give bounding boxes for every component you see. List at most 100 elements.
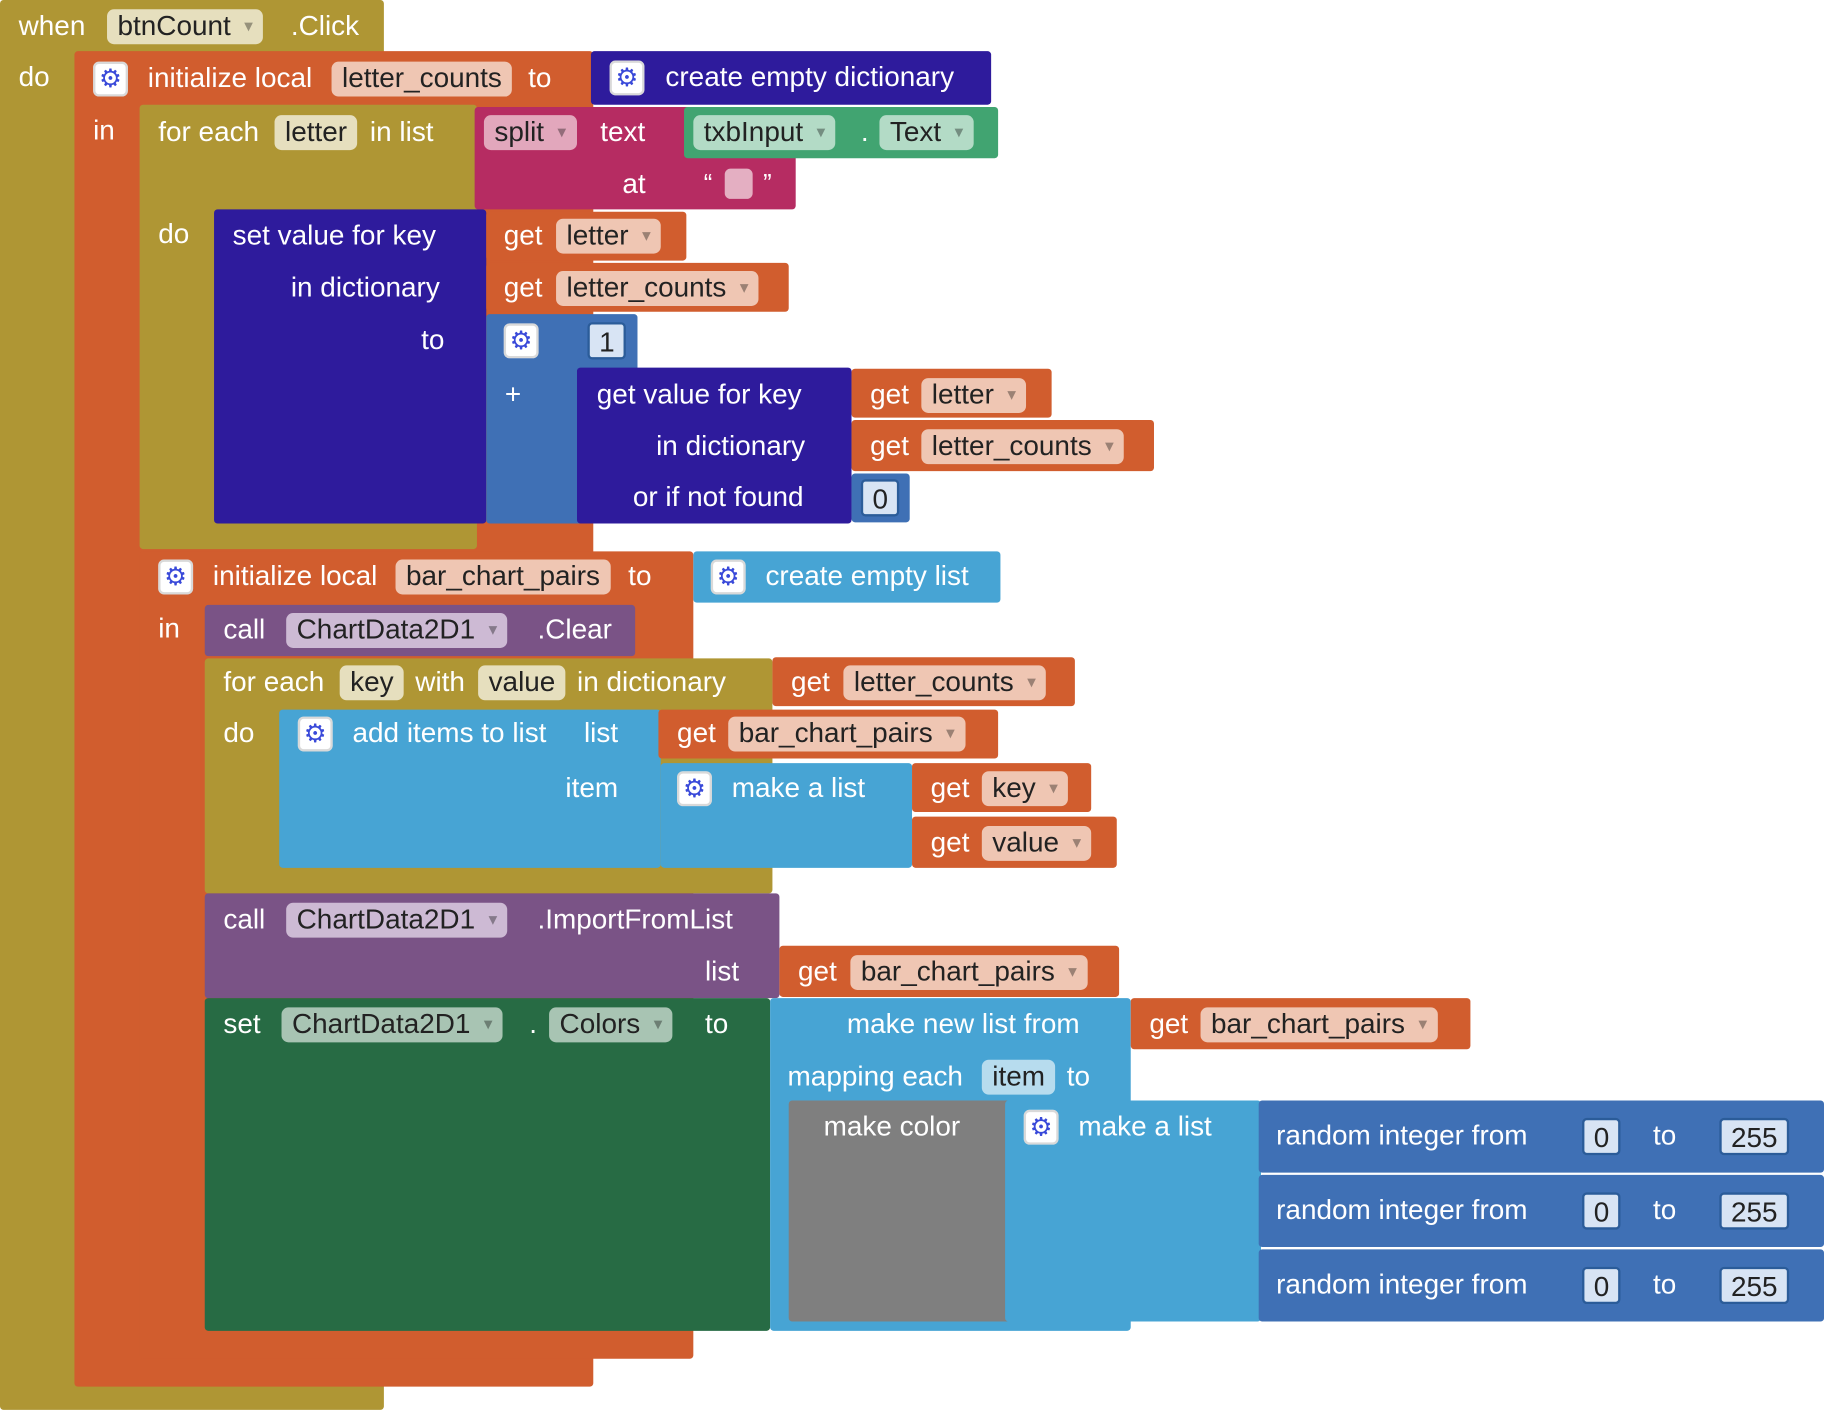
set-value-for-key-label: set value for key: [232, 219, 436, 252]
random-integer-label: random integer from: [1276, 1194, 1528, 1227]
variable-name-field[interactable]: bar_chart_pairs: [395, 559, 611, 595]
in-label: in: [93, 115, 115, 147]
call-label: call: [223, 614, 266, 646]
get-label: get: [798, 956, 837, 988]
get-label: get: [930, 827, 970, 859]
get-value-for-key-label: get value for key: [596, 379, 802, 411]
mapping-variable-field[interactable]: item: [981, 1059, 1056, 1095]
add-items-to-list-block[interactable]: [279, 709, 661, 868]
get-label: get: [503, 219, 543, 252]
do-label: do: [158, 218, 190, 251]
value-variable-field[interactable]: value: [478, 665, 566, 701]
mutator-gear-icon[interactable]: ⚙: [297, 716, 333, 752]
to-label: to: [628, 560, 652, 593]
event-name: .Click: [290, 10, 360, 42]
variable-name-field[interactable]: letter_counts: [331, 61, 513, 97]
in-dictionary-label: in dictionary: [576, 666, 726, 698]
component-dropdown-chartdata[interactable]: ChartData2D1: [286, 902, 508, 938]
with-label: with: [415, 666, 465, 698]
mutator-gear-icon[interactable]: ⚙: [710, 559, 746, 595]
mutator-gear-icon[interactable]: ⚙: [158, 559, 194, 595]
variable-dropdown-letter-counts[interactable]: letter_counts: [843, 665, 1047, 701]
dot-label: .: [529, 1008, 538, 1040]
component-dropdown-chartdata[interactable]: ChartData2D1: [286, 613, 508, 648]
make-color-block[interactable]: [788, 1100, 1010, 1322]
clear-method-label: .Clear: [537, 614, 612, 646]
plus-label: +: [504, 379, 522, 411]
in-list-label: in list: [369, 116, 434, 148]
empty-text-field[interactable]: [724, 168, 753, 199]
mutator-gear-icon[interactable]: ⚙: [1023, 1109, 1059, 1145]
get-label: get: [870, 379, 909, 411]
list-label: list: [704, 956, 740, 988]
create-empty-dictionary-block[interactable]: [590, 51, 992, 105]
to-label: to: [1066, 1060, 1091, 1093]
initialize-local-label: initialize local: [147, 62, 313, 95]
number-field-to[interactable]: 255: [1719, 1192, 1790, 1230]
loop-variable-field[interactable]: letter: [274, 115, 358, 151]
key-variable-field[interactable]: key: [339, 665, 405, 701]
list-label: list: [583, 717, 619, 750]
split-mode-dropdown[interactable]: split: [483, 115, 577, 151]
mutator-gear-icon[interactable]: ⚙: [93, 61, 128, 97]
get-label: get: [1149, 1008, 1189, 1040]
component-dropdown-txbinput[interactable]: txbInput: [693, 115, 836, 151]
to-label: to: [421, 324, 445, 356]
to-label: to: [1653, 1194, 1677, 1227]
mutator-gear-icon[interactable]: ⚙: [503, 323, 539, 359]
make-new-list-from-label: make new list from: [846, 1008, 1080, 1040]
mutator-gear-icon[interactable]: ⚙: [609, 60, 645, 96]
number-field[interactable]: 0: [860, 479, 900, 517]
create-empty-list-label: create empty list: [765, 560, 969, 593]
mapping-each-label: mapping each: [787, 1060, 963, 1093]
item-label: item: [565, 772, 619, 804]
set-label: set: [223, 1008, 261, 1040]
variable-dropdown-bar-chart-pairs[interactable]: bar_chart_pairs: [1200, 1007, 1438, 1043]
to-label: to: [704, 1008, 729, 1040]
at-label: at: [622, 168, 646, 201]
variable-dropdown-bar-chart-pairs[interactable]: bar_chart_pairs: [850, 955, 1088, 990]
mutator-gear-icon[interactable]: ⚙: [677, 771, 712, 807]
random-integer-label: random integer from: [1276, 1269, 1528, 1301]
for-each-label: for each: [158, 116, 260, 148]
property-dropdown-text[interactable]: Text: [879, 115, 974, 151]
number-field-from[interactable]: 0: [1582, 1192, 1621, 1230]
get-label: get: [677, 717, 716, 750]
variable-dropdown-bar-chart-pairs[interactable]: bar_chart_pairs: [728, 716, 966, 752]
variable-dropdown-letter-counts[interactable]: letter_counts: [556, 271, 759, 306]
in-label: in: [158, 613, 180, 645]
open-quote: “: [703, 168, 713, 198]
dot-label: .: [860, 116, 869, 148]
random-integer-label: random integer from: [1276, 1120, 1528, 1152]
property-dropdown-colors[interactable]: Colors: [549, 1007, 673, 1043]
variable-dropdown-key[interactable]: key: [981, 771, 1069, 807]
number-field-from[interactable]: 0: [1582, 1117, 1621, 1156]
get-label: get: [870, 430, 909, 462]
get-label: get: [791, 666, 830, 698]
number-field[interactable]: 1: [587, 322, 627, 360]
set-colors-block[interactable]: [204, 998, 771, 1331]
number-field-from[interactable]: 0: [1582, 1266, 1621, 1305]
get-value-for-key-block[interactable]: [576, 367, 852, 524]
text-label: text: [600, 116, 646, 148]
set-value-for-key-block[interactable]: [214, 209, 487, 524]
variable-dropdown-letter-counts[interactable]: letter_counts: [921, 429, 1125, 465]
get-label: get: [930, 772, 970, 804]
call-label: call: [223, 903, 266, 936]
component-dropdown-btncount[interactable]: btnCount: [107, 9, 264, 45]
make-color-label: make color: [823, 1110, 961, 1143]
variable-dropdown-letter[interactable]: letter: [556, 218, 662, 254]
when-label: when: [18, 10, 86, 42]
number-field-to[interactable]: 255: [1719, 1266, 1790, 1305]
variable-dropdown-letter[interactable]: letter: [921, 378, 1027, 413]
make-a-list-label: make a list: [731, 772, 866, 804]
import-from-list-method-label: .ImportFromList: [537, 903, 733, 936]
in-dictionary-label: in dictionary: [290, 272, 440, 304]
close-quote: ”: [763, 168, 772, 198]
component-dropdown-chartdata[interactable]: ChartData2D1: [281, 1007, 504, 1043]
do-label: do: [223, 717, 255, 750]
to-label: to: [1653, 1269, 1677, 1301]
create-empty-dictionary-label: create empty dictionary: [665, 61, 955, 94]
variable-dropdown-value[interactable]: value: [981, 825, 1092, 861]
number-field-to[interactable]: 255: [1719, 1117, 1790, 1156]
